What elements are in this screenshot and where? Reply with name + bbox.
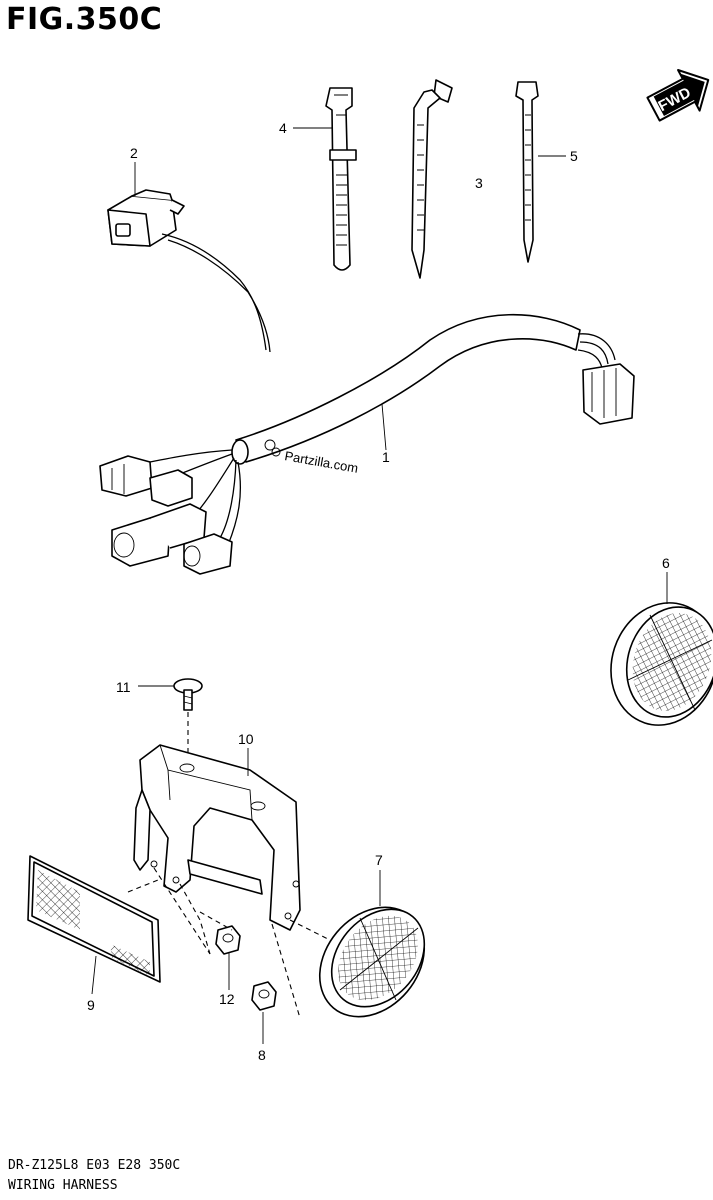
- callout-10: 10: [238, 731, 254, 747]
- reflector-part-7: [318, 906, 426, 1018]
- clamp-part-5: [515, 81, 539, 263]
- callout-5: 5: [570, 148, 578, 164]
- callout-2: 2: [130, 145, 138, 161]
- watermark: Partzilla.com: [271, 447, 359, 476]
- callout-8: 8: [258, 1047, 266, 1063]
- callout-1: 1: [382, 449, 390, 465]
- bracket-part-10: [133, 744, 301, 931]
- nut-part-12: [215, 925, 241, 955]
- callout-11: 11: [116, 679, 131, 695]
- reflector-part-6: [610, 602, 713, 726]
- figure-title: FIG.350C: [6, 2, 163, 37]
- section-name: WIRING HARNESS: [8, 1178, 118, 1193]
- switch-part-2: [107, 189, 271, 353]
- svg-text:Partzilla.com: Partzilla.com: [283, 448, 359, 476]
- callout-7: 7: [375, 852, 383, 868]
- reflector-part-9: [27, 855, 161, 983]
- clamp-part-3: [411, 79, 453, 279]
- callout-9: 9: [87, 997, 95, 1013]
- assembly-lines: [127, 867, 331, 1019]
- fwd-arrow-icon: FWD: [646, 68, 710, 122]
- wiring-harness-part-1: [99, 313, 635, 575]
- callout-6: 6: [662, 555, 670, 571]
- callout-12: 12: [219, 991, 235, 1007]
- callout-4: 4: [279, 120, 287, 136]
- clamp-part-4: [325, 87, 357, 271]
- callouts: 1 2 3 4 5 6 7 8 9 10 11 12: [87, 120, 670, 1063]
- nut-part-8: [251, 981, 277, 1011]
- model-code: DR-Z125L8 E03 E28 350C: [8, 1158, 181, 1173]
- leader-lines: [91, 127, 668, 1044]
- callout-3: 3: [475, 175, 483, 191]
